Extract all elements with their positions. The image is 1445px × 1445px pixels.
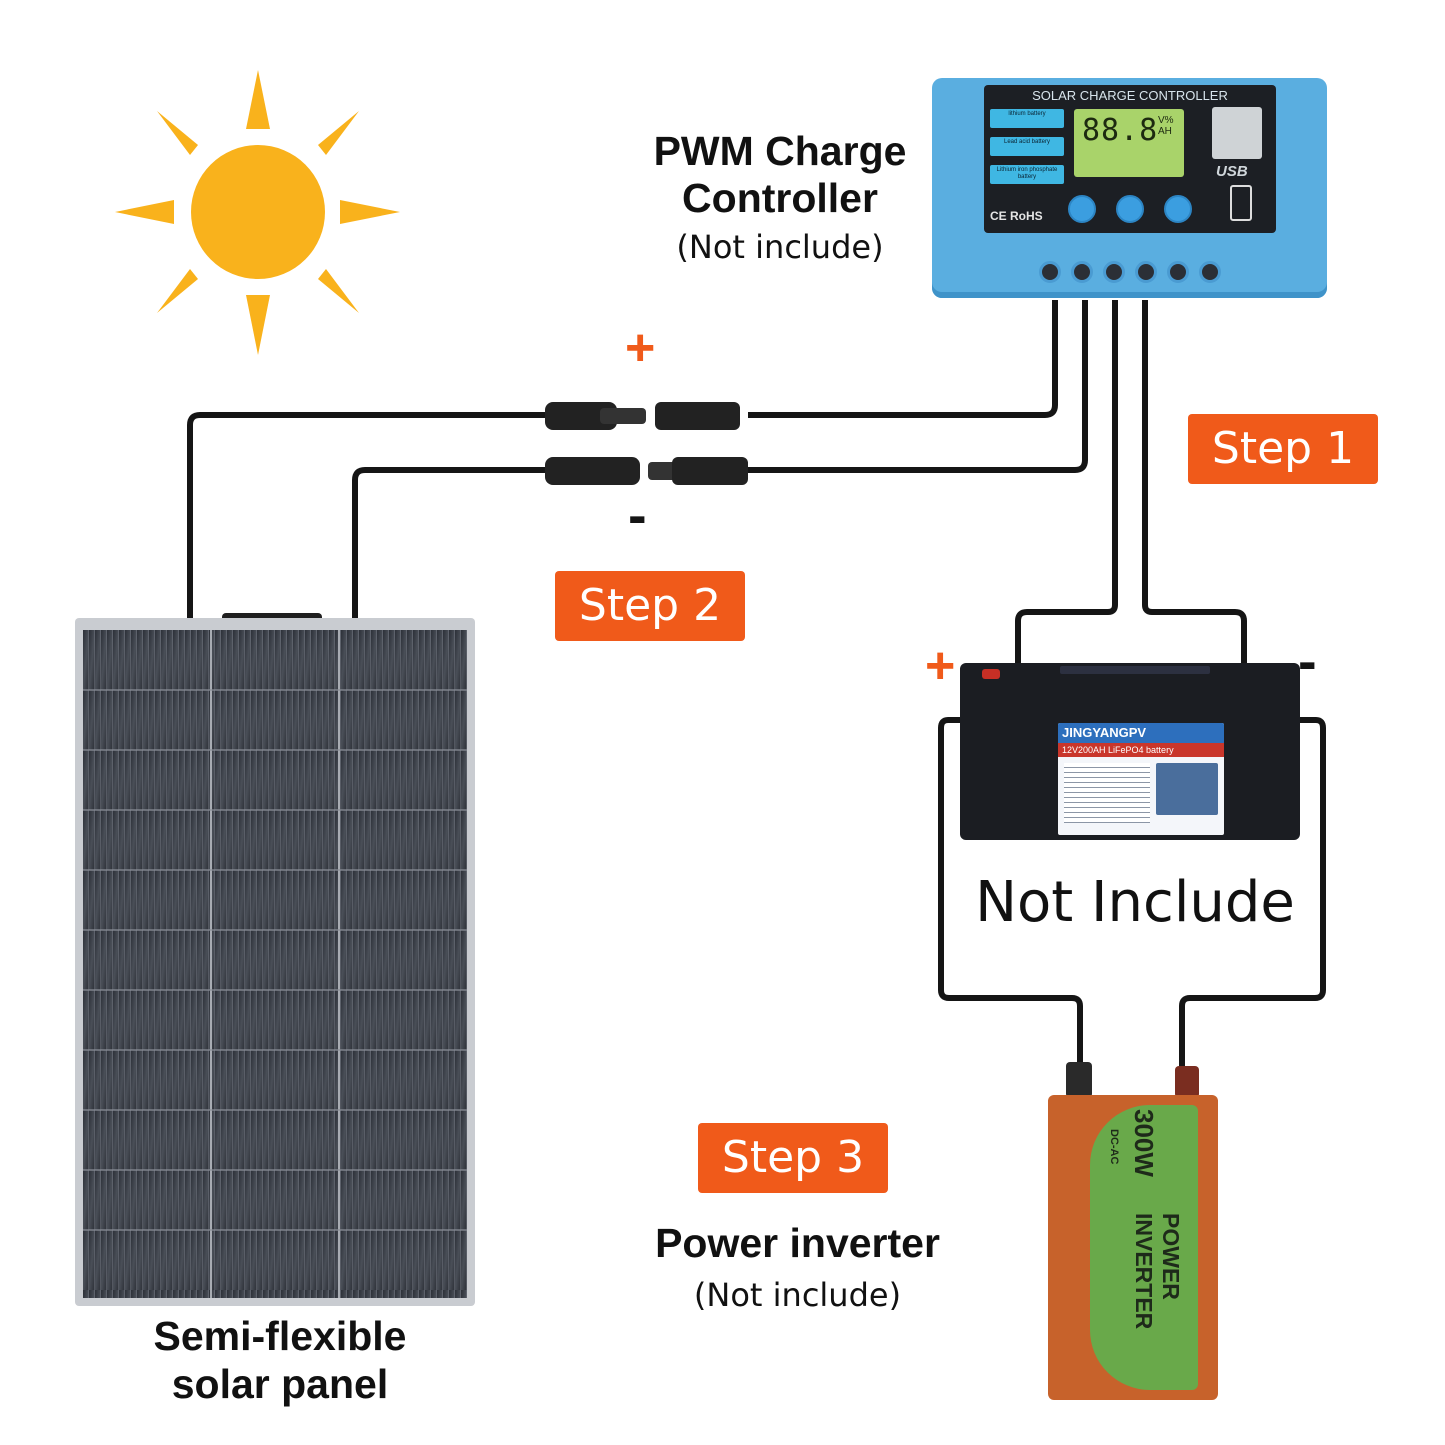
sun-icon <box>115 70 400 355</box>
solar-cells <box>83 630 467 1298</box>
phone-icon <box>1230 185 1252 221</box>
battery-top-label <box>1060 666 1210 674</box>
controller-face: SOLAR CHARGE CONTROLLER lithium battery … <box>984 85 1276 233</box>
battery-type-lead-acid: Lead acid battery <box>990 137 1064 156</box>
mc4-connector-icon <box>545 402 748 485</box>
battery-note: Not Include <box>975 870 1295 935</box>
battery-spec-lines <box>1064 763 1150 823</box>
panel-positive-wire <box>187 412 548 618</box>
terminal-screw <box>1039 261 1061 283</box>
step-3-badge: Step 3 <box>698 1123 888 1193</box>
usb-label: USB <box>1216 163 1248 180</box>
terminal-screw <box>1199 261 1221 283</box>
battery-inverter-positive-wire <box>938 717 1083 1075</box>
inverter-terminal-neg <box>1066 1062 1092 1098</box>
battery-minus-marker: - <box>1298 629 1317 692</box>
panel-negative-wire <box>352 467 548 618</box>
inverter-title: Power inverter <box>655 1220 940 1266</box>
terminal-screw <box>1135 261 1157 283</box>
battery-type-lifepo4: Lithium iron phosphate battery <box>990 165 1064 184</box>
step-1-badge: Step 1 <box>1188 414 1378 484</box>
battery-brand: JINGYANGPV <box>1058 723 1224 743</box>
controller-bat-positive-wire <box>1015 300 1118 665</box>
terminal-screw <box>1103 261 1125 283</box>
battery-icon: JINGYANGPV 12V200AH LiFePO4 battery <box>960 663 1300 840</box>
certification-marks: CE RoHS <box>990 209 1043 223</box>
battery-type-lithium: lithium battery <box>990 109 1064 128</box>
down-button[interactable] <box>1164 195 1192 223</box>
battery-inverter-negative-wire <box>1179 717 1326 1075</box>
pv-plus-marker: + <box>625 319 656 377</box>
battery-plus-marker: + <box>925 637 956 695</box>
panel-title: Semi-flexible solar panel <box>153 1313 407 1407</box>
controller-note: (Not include) <box>676 228 884 266</box>
usb-port-icon <box>1212 107 1262 159</box>
controller-pv-positive-wire <box>748 300 1058 418</box>
battery-positive-terminal <box>982 669 1000 679</box>
controller-title: PWM Charge Controller <box>653 128 907 221</box>
battery-sticker: JINGYANGPV 12V200AH LiFePO4 battery <box>1058 723 1224 835</box>
terminal-screw <box>1167 261 1189 283</box>
menu-button[interactable] <box>1068 195 1096 223</box>
inverter-icon: 300W DC-AC POWER INVERTER <box>1048 1095 1218 1400</box>
lcd-units: V% AH <box>1158 115 1174 137</box>
step-2-badge: Step 2 <box>555 571 745 641</box>
pv-minus-marker: - <box>628 483 647 546</box>
controller-bat-negative-wire <box>1142 300 1247 665</box>
battery-model: 12V200AH LiFePO4 battery <box>1058 743 1224 757</box>
controller-heading: SOLAR CHARGE CONTROLLER <box>1032 88 1228 103</box>
inverter-terminal-pos <box>1175 1066 1199 1098</box>
charge-controller-icon: SOLAR CHARGE CONTROLLER lithium battery … <box>932 78 1327 298</box>
inverter-note: (Not include) <box>693 1276 902 1314</box>
terminal-screw <box>1071 261 1093 283</box>
controller-pv-negative-wire <box>748 300 1088 473</box>
lcd-display: 88.8 V% AH <box>1074 109 1184 177</box>
inverter-device-label: POWER INVERTER <box>1131 1213 1184 1330</box>
solar-panel-icon <box>75 618 475 1306</box>
battery-rv-image <box>1156 763 1218 815</box>
inverter-watt: 300W <box>1129 1109 1159 1177</box>
inverter-type: DC-AC <box>1108 1129 1120 1165</box>
up-button[interactable] <box>1116 195 1144 223</box>
inverter-label-panel <box>1090 1105 1198 1390</box>
lcd-value: 88.8 <box>1082 113 1159 148</box>
